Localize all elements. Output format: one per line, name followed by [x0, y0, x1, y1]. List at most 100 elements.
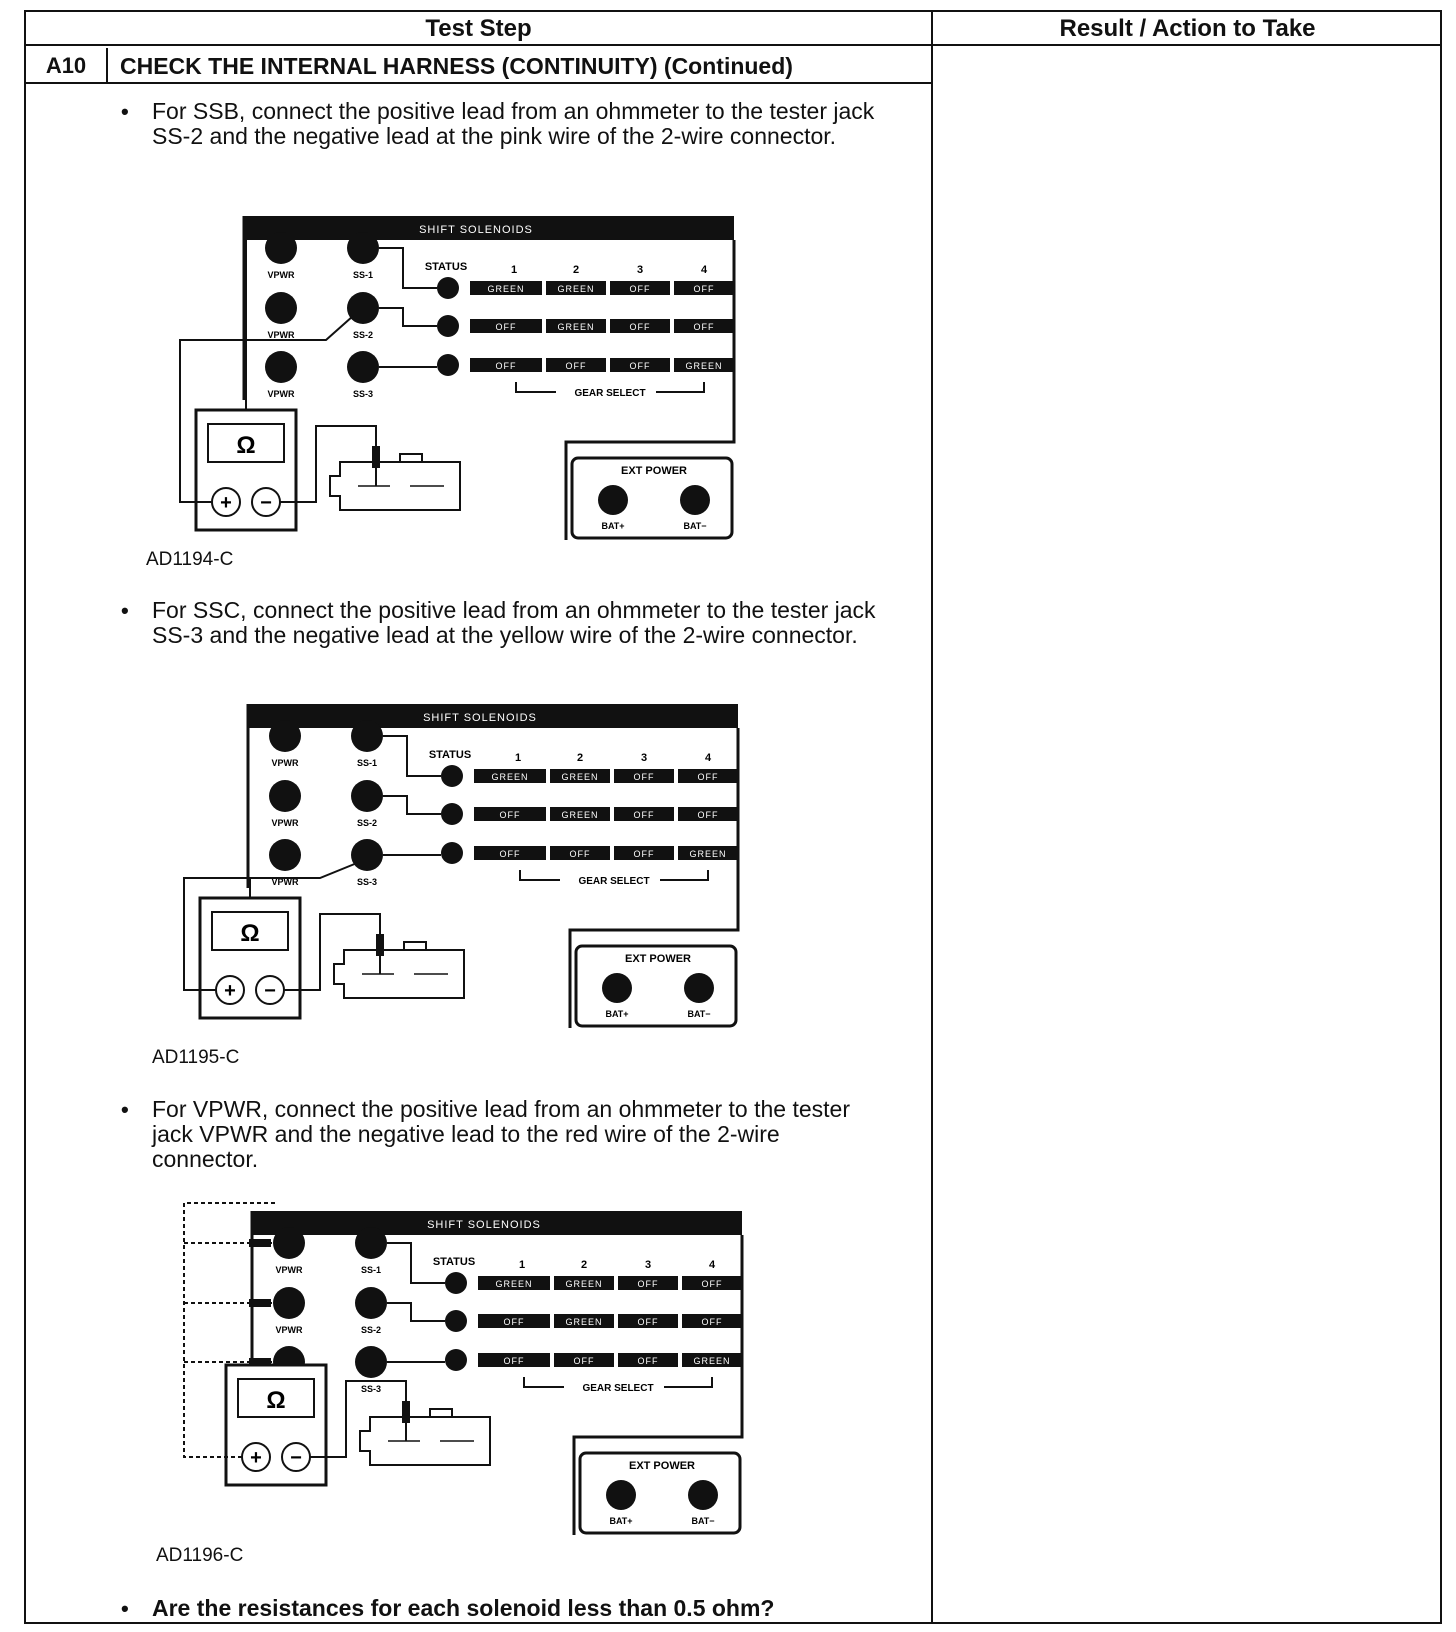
- header-test-step: Test Step: [425, 15, 532, 42]
- ohm-symbol: Ω: [240, 920, 259, 947]
- ss-jack-2: [355, 1287, 387, 1319]
- ext-power-box: [570, 456, 734, 540]
- status-cell-text: OFF: [634, 810, 655, 820]
- step-heading-row: A10 CHECK THE INTERNAL HARNESS (CONTINUI…: [26, 48, 931, 84]
- status-cell-text: OFF: [570, 849, 591, 859]
- ss-jack-label: SS-3: [353, 389, 373, 399]
- status-cell: [546, 358, 606, 372]
- vpwr-jack-label: VPWR: [268, 330, 296, 340]
- ss-jack-3: [351, 839, 383, 871]
- minus-symbol: −: [264, 980, 276, 1002]
- status-led-2: [437, 315, 459, 337]
- positive-lead: [183, 862, 358, 991]
- vpwr-jack-3: [265, 351, 297, 383]
- ss-jack-label: SS-3: [357, 877, 377, 887]
- gear-select-label: GEAR SELECT: [578, 876, 649, 887]
- gear-number-1: 1: [515, 752, 521, 764]
- panel-right-edge: [568, 728, 740, 1028]
- bullet-1: •: [121, 99, 129, 124]
- gear-select-bracket: [515, 382, 705, 393]
- status-led-3: [437, 354, 459, 376]
- status-cell-text: OFF: [504, 1356, 525, 1366]
- status-cell-text: OFF: [698, 772, 719, 782]
- plus-symbol: +: [220, 492, 232, 514]
- negative-probe: [372, 446, 380, 468]
- status-cell-text: OFF: [638, 1317, 659, 1327]
- status-label: STATUS: [429, 749, 471, 761]
- gear-number-3: 3: [641, 752, 647, 764]
- status-cell: [618, 1276, 678, 1290]
- status-cell: [618, 1353, 678, 1367]
- instruction-ssb: For SSB, connect the positive lead from …: [152, 98, 875, 149]
- status-cell-text: OFF: [694, 284, 715, 294]
- status-cell: [674, 358, 734, 372]
- panel-right-edge: [564, 240, 736, 540]
- ss-jack-1: [351, 720, 383, 752]
- vpwr-jack-1: [273, 1227, 305, 1259]
- status-led-3: [441, 842, 463, 864]
- status-cell: [550, 807, 610, 821]
- status-cell: [678, 807, 738, 821]
- panel-title: SHIFT SOLENOIDS: [427, 1219, 541, 1231]
- status-cell: [470, 319, 542, 333]
- ss-to-led-wire: [379, 247, 437, 289]
- ohmmeter-display: [211, 911, 289, 951]
- status-label: STATUS: [425, 261, 467, 273]
- vpwr-jack-1: [269, 720, 301, 752]
- status-cell: [474, 846, 546, 860]
- status-cell: [554, 1276, 614, 1290]
- status-cell: [610, 358, 670, 372]
- status-cell: [478, 1353, 550, 1367]
- gear-select-bracket: [523, 1377, 713, 1388]
- plus-symbol: +: [224, 980, 236, 1002]
- status-cell-text: GREEN: [561, 772, 598, 782]
- status-cell-text: GREEN: [557, 284, 594, 294]
- vpwr-jack-label: VPWR: [276, 1325, 304, 1335]
- status-cell: [470, 358, 542, 372]
- panel-title: SHIFT SOLENOIDS: [423, 712, 537, 724]
- ss-jack-label: SS-2: [361, 1325, 381, 1335]
- gear-number-1: 1: [511, 264, 517, 276]
- gear-number-4: 4: [701, 264, 708, 276]
- plus-symbol: +: [250, 1447, 262, 1469]
- bat-minus-jack: [684, 973, 714, 1003]
- status-cell: [474, 769, 546, 783]
- panel-right-edge: [572, 1235, 744, 1535]
- ss-jack-1: [355, 1227, 387, 1259]
- status-cell: [610, 319, 670, 333]
- panel-title: SHIFT SOLENOIDS: [419, 224, 533, 236]
- two-wire-connector: [333, 949, 465, 999]
- bat-minus-jack: [680, 485, 710, 515]
- ohm-symbol: Ω: [236, 432, 255, 459]
- bat-plus-jack: [598, 485, 628, 515]
- status-cell: [478, 1314, 550, 1328]
- figure-id-2: AD1195-C: [152, 1047, 240, 1068]
- vpwr-jack-label: VPWR: [268, 270, 296, 280]
- figure-id-3: AD1196-C: [156, 1545, 244, 1566]
- vpwr-jack-label: VPWR: [272, 818, 300, 828]
- vpwr-jack-label: VPWR: [268, 389, 296, 399]
- vpwr-probe-1: [249, 1239, 271, 1247]
- ext-power-box: [578, 1451, 742, 1535]
- status-cell: [478, 1276, 550, 1290]
- ext-power-box: [574, 944, 738, 1028]
- status-cell-text: OFF: [630, 284, 651, 294]
- ext-power-label: EXT POWER: [629, 1460, 695, 1472]
- vpwr-probe-2: [249, 1299, 271, 1307]
- bat-minus-label: BAT−: [691, 1516, 714, 1526]
- status-cell-text: GREEN: [557, 322, 594, 332]
- status-cell: [546, 319, 606, 333]
- status-cell: [674, 281, 734, 295]
- status-cell: [470, 281, 542, 295]
- status-cell: [474, 807, 546, 821]
- bullet-question: •: [121, 1596, 129, 1621]
- gear-number-4: 4: [705, 752, 712, 764]
- gear-number-2: 2: [577, 752, 583, 764]
- status-cell-text: OFF: [630, 361, 651, 371]
- gear-select-label: GEAR SELECT: [574, 388, 645, 399]
- status-cell-text: GREEN: [487, 284, 524, 294]
- status-cell-text: OFF: [630, 322, 651, 332]
- status-cell-text: OFF: [504, 1317, 525, 1327]
- table-header-row: Test Step Result / Action to Take: [26, 12, 1440, 46]
- minus-symbol: −: [290, 1447, 302, 1469]
